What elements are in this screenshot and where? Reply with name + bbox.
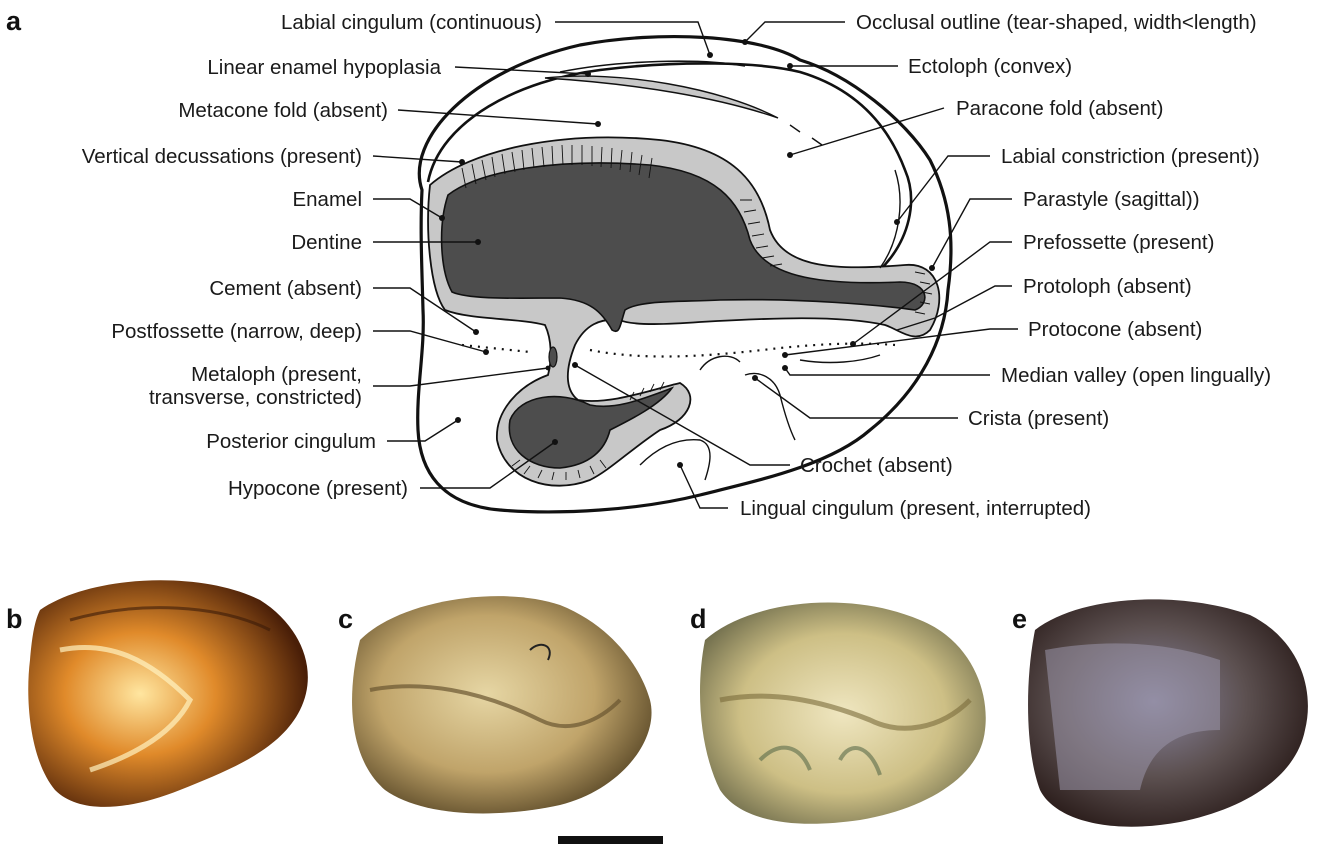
scale-bar-icon: [558, 836, 663, 844]
label-cement: Cement (absent): [209, 277, 362, 300]
panel-label-c: c: [338, 604, 353, 634]
panel-label-e: e: [1012, 604, 1027, 634]
label-labial-constriction: Labial constriction (present)): [1001, 145, 1260, 168]
label-protoloph: Protoloph (absent): [1023, 275, 1192, 298]
panel-label-a: a: [6, 6, 22, 36]
panel-label-d: d: [690, 604, 707, 634]
label-metaloph-line2: transverse, constricted): [149, 386, 362, 409]
label-metaloph-line1: Metaloph (present,: [191, 363, 362, 386]
photo-e: [1028, 599, 1308, 826]
label-crista: Crista (present): [968, 407, 1109, 430]
label-vertical-decussations: Vertical decussations (present): [82, 145, 362, 168]
label-ectoloph: Ectoloph (convex): [908, 55, 1072, 78]
photo-b: [28, 580, 308, 807]
photo-c: [352, 596, 652, 813]
label-labial-cingulum: Labial cingulum (continuous): [281, 11, 542, 34]
label-dentine: Dentine: [291, 231, 362, 254]
label-lingual-cingulum: Lingual cingulum (present, interrupted): [740, 497, 1091, 520]
label-enamel: Enamel: [292, 188, 362, 211]
label-occlusal-outline: Occlusal outline (tear-shaped, width<len…: [856, 11, 1257, 34]
panel-label-b: b: [6, 604, 23, 634]
label-hypocone: Hypocone (present): [228, 477, 408, 500]
label-prefossette: Prefossette (present): [1023, 231, 1214, 254]
metaloph-constriction: [549, 347, 557, 367]
tooth-diagram: [418, 37, 951, 512]
label-protocone: Protocone (absent): [1028, 318, 1202, 341]
label-posterior-cingulum: Posterior cingulum: [206, 430, 376, 453]
label-parastyle: Parastyle (sagittal)): [1023, 188, 1200, 211]
tooth-photo-amber-icon: [28, 580, 308, 807]
label-postfossette: Postfossette (narrow, deep): [111, 320, 362, 343]
label-linear-enamel-hypoplasia: Linear enamel hypoplasia: [207, 56, 441, 79]
label-crochet: Crochet (absent): [800, 454, 953, 477]
label-metacone-fold: Metacone fold (absent): [178, 99, 388, 122]
tooth-photo-cream-icon: [700, 603, 986, 824]
photo-d: [700, 603, 986, 824]
label-median-valley: Median valley (open lingually): [1001, 364, 1271, 387]
label-paracone-fold: Paracone fold (absent): [956, 97, 1163, 120]
